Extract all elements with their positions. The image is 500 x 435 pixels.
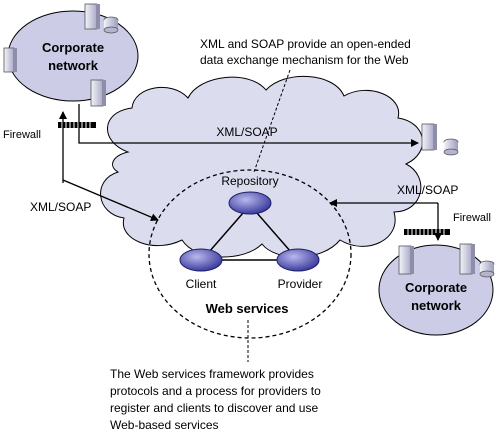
repository-label: Repository: [221, 174, 278, 188]
web-services-boundary: [148, 169, 352, 339]
callout-top-line-1: XML and SOAP provide an open-ended: [200, 37, 411, 51]
server-icon: [398, 245, 414, 275]
firewall-right-label: Firewall: [453, 212, 491, 224]
corporate-network-bottom-label: Corporate: [405, 280, 467, 295]
xml-soap-top-arrow: [78, 104, 419, 147]
database-icon: [103, 16, 119, 34]
provider-label: Provider: [278, 277, 323, 291]
internet-cloud: [100, 75, 423, 258]
web-services-title: Web services: [206, 301, 289, 316]
repository-node: [228, 191, 272, 215]
client-label: Client: [186, 277, 217, 291]
server-icon: [84, 3, 100, 30]
client-node: [179, 248, 223, 272]
firewall-left-label: Firewall: [3, 129, 41, 141]
firewall-right-bar: [404, 229, 450, 235]
xml-soap-left-label: XML/SOAP: [30, 200, 91, 214]
server-icon: [90, 79, 106, 107]
corporate-network-top-label-2: network: [48, 58, 99, 73]
xml-soap-right-label: XML/SOAP: [397, 183, 458, 197]
callout-top-line-2: data exchange mechanism for the Web: [200, 53, 409, 67]
web-services-triangle: [200, 203, 300, 261]
server-icon: [459, 243, 475, 275]
corporate-network-top-label: Corporate: [42, 40, 104, 55]
provider-node: [276, 248, 320, 272]
database-icon: [479, 260, 495, 278]
firewall-left-bar: [58, 122, 96, 128]
callout-top-leader: [253, 69, 291, 173]
server-icon: [421, 123, 437, 151]
corporate-network-bottom-label-2: network: [411, 298, 462, 313]
callout-bottom-line-3: register and clients to discover and use: [110, 401, 318, 415]
server-icon: [3, 47, 17, 73]
xml-soap-left-arrow-2: [62, 179, 159, 221]
corporate-network-top: [7, 10, 139, 102]
callout-bottom-line-1: The Web services framework provides: [110, 367, 314, 381]
callout-bottom-line-2: protocols and a process for providers to: [110, 384, 321, 398]
callout-bottom-line-4: Web-based services: [110, 418, 219, 432]
xml-soap-top-label: XML/SOAP: [216, 125, 277, 139]
database-icon: [443, 138, 459, 156]
